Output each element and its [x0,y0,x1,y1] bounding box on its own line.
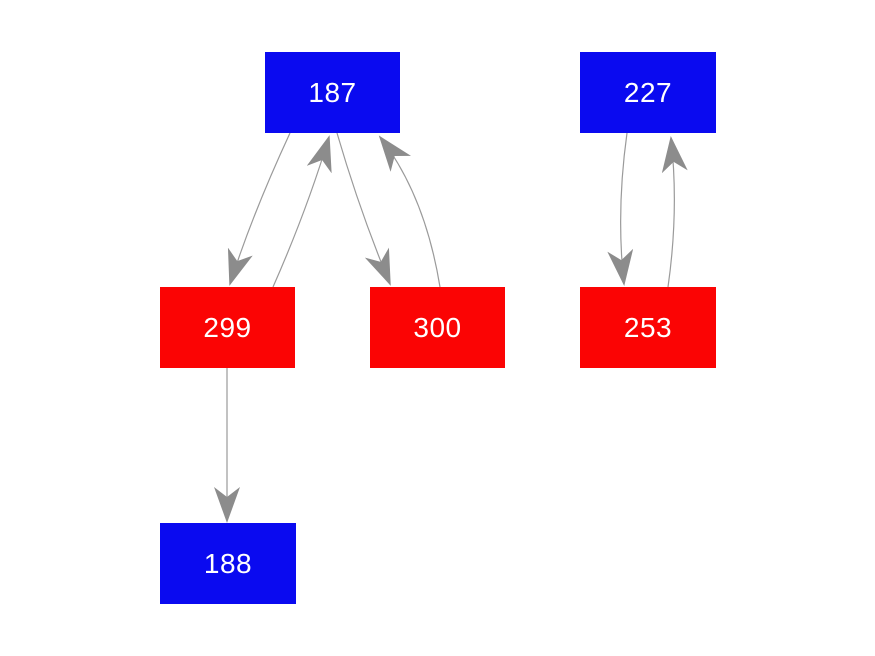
edge-299-to-187[interactable] [272,135,332,288]
node-299[interactable]: 299 [160,287,295,368]
node-187[interactable]: 187 [265,52,400,133]
edge-253-to-227[interactable] [661,136,688,288]
edge-187-to-300[interactable] [336,132,391,286]
node-label: 187 [308,76,357,108]
node-label: 253 [623,311,673,343]
edge-227-to-253[interactable] [607,132,634,286]
edge-187-to-299[interactable] [227,132,291,286]
node-label: 300 [413,311,462,343]
node-label: 299 [203,311,252,343]
node-label: 188 [203,547,253,579]
node-253[interactable]: 253 [580,287,716,368]
node-227[interactable]: 227 [580,52,716,133]
node-188[interactable]: 188 [160,523,296,604]
node-label: 227 [623,76,673,108]
edge-300-to-187[interactable] [378,135,441,288]
node-300[interactable]: 300 [370,287,505,368]
